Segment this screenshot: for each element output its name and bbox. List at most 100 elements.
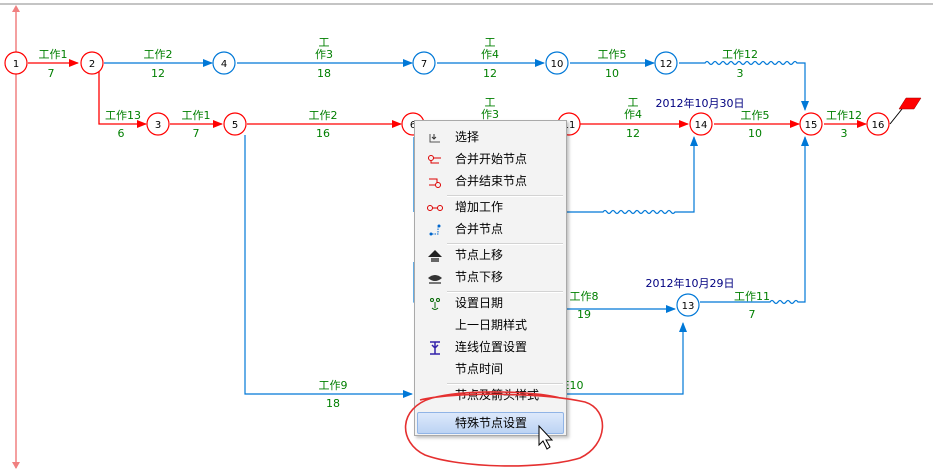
svg-text:7: 7	[421, 59, 427, 70]
node-14-date-label: 2012年10月30日	[656, 96, 745, 110]
activity-name: 工作8	[570, 290, 599, 303]
menu-item-node-up[interactable]: 节点上移	[417, 245, 564, 266]
axis-arrow-down	[12, 462, 20, 469]
activity-name: 工作5	[598, 48, 627, 61]
node-4: 4	[212, 51, 236, 75]
arrow-to-14	[567, 136, 698, 215]
menu-item-set-date[interactable]: 设置日期	[417, 293, 564, 314]
menu-item-node-arrow-style[interactable]: 节点及箭头样式	[417, 385, 564, 406]
menu-item-label: 上一日期样式	[455, 318, 528, 332]
menu-item-label: 合并开始节点	[455, 152, 528, 166]
arrow-5-9	[244, 135, 413, 398]
svg-text:1: 1	[13, 59, 19, 70]
activity-name: 作4	[624, 108, 642, 121]
node-10: 10	[545, 51, 569, 75]
menu-item-node-time[interactable]: 节点时间	[417, 359, 564, 380]
node-5: 5	[223, 112, 247, 136]
activity-duration: 12	[483, 67, 497, 80]
menu-item-label: 连线位置设置	[455, 340, 528, 354]
svg-text:12: 12	[660, 59, 673, 70]
node-down-icon	[428, 275, 442, 284]
add-work-icon	[427, 205, 443, 211]
activity-name: 作3	[315, 48, 333, 61]
activity-duration: 16	[316, 127, 330, 140]
activity-name: 工作11	[734, 290, 770, 303]
node-2: 2	[80, 51, 104, 75]
activity-name: 作3	[481, 108, 499, 121]
menu-item-merge-node[interactable]: 合并节点	[417, 219, 564, 240]
svg-text:6: 6	[410, 120, 416, 131]
select-icon	[429, 134, 440, 143]
menu-item-previous-date-style[interactable]: 上一日期样式	[417, 315, 564, 336]
arrow-to-13	[567, 322, 687, 395]
node-14: 14	[689, 112, 713, 136]
node-13: 13	[676, 293, 700, 317]
activity-name: 工作13	[105, 109, 141, 122]
menu-item-merge-end-node[interactable]: 合并结束节点	[417, 171, 564, 192]
merge-node-icon	[429, 224, 441, 236]
svg-text:10: 10	[551, 59, 564, 70]
activity-name: 工	[485, 36, 496, 49]
activity-duration: 3	[841, 127, 848, 140]
end-flag-icon	[898, 97, 922, 110]
svg-text:13: 13	[682, 301, 695, 312]
menu-item-label: 增加工作	[455, 200, 504, 214]
activity-duration: 3	[737, 67, 744, 80]
merge-end-node-icon	[429, 178, 441, 188]
merge-start-node-icon	[428, 155, 441, 164]
svg-text:11: 11	[563, 120, 576, 131]
menu-item-select[interactable]: 选择	[417, 127, 564, 148]
menu-item-special-node-settings[interactable]: 特殊节点设置	[417, 412, 564, 434]
activity-name: 作4	[481, 48, 499, 61]
menu-item-line-position[interactable]: 连线位置设置	[417, 337, 564, 358]
menu-item-label: 节点及箭头样式	[455, 388, 540, 402]
menu-separator	[447, 243, 563, 245]
svg-text:5: 5	[232, 120, 238, 131]
activity-duration: 7	[48, 67, 55, 80]
activity-duration: 7	[193, 127, 200, 140]
svg-text:15: 15	[805, 120, 818, 131]
arrow-2-3	[98, 70, 147, 128]
set-date-icon	[430, 298, 440, 310]
menu-separator	[447, 291, 563, 293]
svg-text:16: 16	[872, 120, 885, 131]
menu-item-merge-start-node[interactable]: 合并开始节点	[417, 149, 564, 170]
activity-name: 工作5	[741, 109, 770, 122]
arrow-12-15	[679, 60, 809, 111]
node-up-icon	[428, 250, 442, 262]
activity-duration: 10	[605, 67, 619, 80]
activity-duration: 12	[151, 67, 165, 80]
menu-item-add-work[interactable]: 增加工作	[417, 197, 564, 218]
menu-item-node-down[interactable]: 节点下移	[417, 267, 564, 288]
menu-separator	[447, 195, 563, 197]
activity-duration: 12	[626, 127, 640, 140]
activity-duration: 10	[748, 127, 762, 140]
node-3: 3	[146, 112, 170, 136]
activity-duration: 18	[317, 67, 331, 80]
node-13-date-label: 2012年10月29日	[646, 276, 735, 290]
node-15: 15	[799, 112, 823, 136]
activity-duration: 19	[577, 308, 591, 321]
svg-text:4: 4	[221, 59, 227, 70]
svg-text:2: 2	[89, 59, 95, 70]
activity-name: 工作9	[319, 379, 348, 392]
node-7: 7	[412, 51, 436, 75]
axis-arrow-up	[12, 5, 20, 12]
activity-duration: 6	[118, 127, 125, 140]
activity-name: 工作12	[826, 109, 862, 122]
menu-item-label: 节点上移	[455, 248, 504, 262]
activity-name: 工作12	[722, 48, 758, 61]
activity-name: 工	[485, 96, 496, 109]
activity-name: 工作1	[182, 109, 211, 122]
menu-item-label: 选择	[455, 130, 480, 144]
activity-name: 工作2	[309, 109, 338, 122]
activity-name: 工	[628, 96, 639, 109]
arrow-13-15	[700, 136, 809, 305]
node-12: 12	[654, 51, 678, 75]
menu-item-label: 合并节点	[455, 222, 504, 236]
menu-separator	[447, 383, 563, 385]
svg-text:3: 3	[155, 120, 161, 131]
menu-item-label: 合并结束节点	[455, 174, 528, 188]
menu-item-label: 节点下移	[455, 270, 504, 284]
